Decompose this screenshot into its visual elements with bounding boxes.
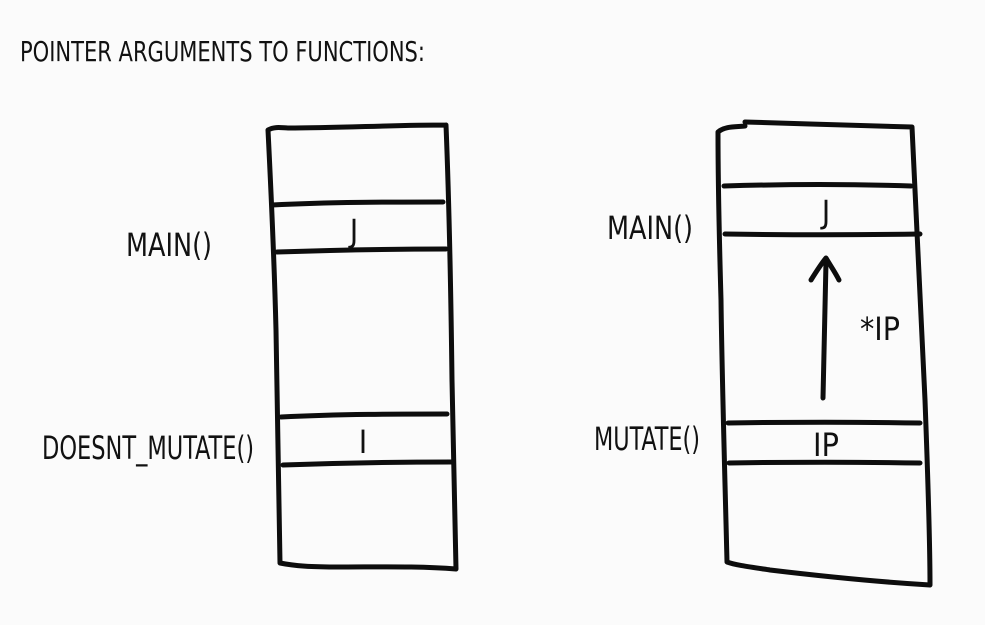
right-main-top-line bbox=[721, 182, 914, 189]
right-mutate-bottom-line bbox=[726, 459, 923, 466]
left-main-top-line bbox=[269, 199, 446, 208]
right-main-variable: J bbox=[820, 193, 830, 231]
left-dm-bottom-line bbox=[280, 459, 455, 468]
right-mutate-top-line bbox=[725, 419, 923, 426]
right-main-function-label: MAIN() bbox=[607, 209, 693, 247]
left-main-variable: J bbox=[348, 212, 358, 250]
pointer-arrow-head bbox=[808, 255, 842, 283]
left-dm-top-line bbox=[278, 411, 450, 420]
left-main-bottom-line bbox=[274, 246, 449, 255]
right-stack: J IP *IP MAIN() MUTATE() bbox=[594, 119, 933, 588]
pointer-arrow-shaft bbox=[820, 259, 829, 401]
left-dm-variable: I bbox=[359, 423, 367, 461]
right-mutate-variable: IP bbox=[813, 426, 839, 464]
left-main-function-label: MAIN() bbox=[126, 226, 212, 264]
left-stack: J I MAIN() DOESNT_MUTATE() bbox=[42, 122, 459, 572]
pointer-label: *IP bbox=[860, 310, 900, 348]
right-stack-box bbox=[715, 119, 933, 588]
right-mutate-function-label: MUTATE() bbox=[594, 420, 700, 458]
left-dm-function-label: DOESNT_MUTATE() bbox=[42, 429, 254, 467]
left-stack-box bbox=[265, 122, 459, 572]
right-main-bottom-line bbox=[722, 231, 923, 238]
diagram-title: POINTER ARGUMENTS TO FUNCTIONS: bbox=[20, 35, 425, 68]
